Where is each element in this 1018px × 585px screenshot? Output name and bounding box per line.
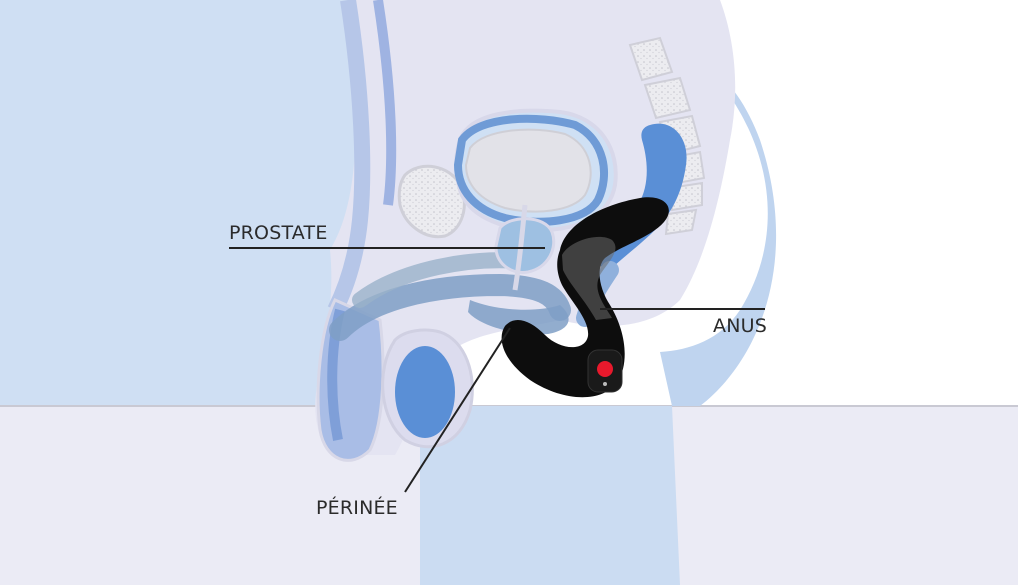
massager-translucent-overlay: [562, 236, 616, 320]
rectum: [590, 123, 687, 270]
perineal-muscle: [468, 300, 569, 335]
anus-label: ANUS: [713, 315, 767, 337]
device-power-button: [597, 361, 613, 377]
sacrum-vertebrae: [628, 36, 706, 236]
buttock-shape: [660, 60, 777, 406]
prostate-label: PROSTATE: [229, 222, 328, 244]
pubic-bone: [397, 164, 466, 239]
device-indicator-light: [603, 382, 607, 386]
bladder-content: [464, 128, 592, 213]
abdominal-wall-inner: [373, 0, 397, 206]
bladder-wall: [453, 114, 608, 226]
abdominal-wall-outer: [327, 0, 371, 314]
leg-shape: [420, 406, 680, 585]
perinee-leader-line: [404, 327, 511, 493]
urethra-path: [329, 273, 571, 341]
perinee-label: PÉRINÉE: [316, 496, 398, 519]
testicle-shape: [395, 346, 455, 438]
